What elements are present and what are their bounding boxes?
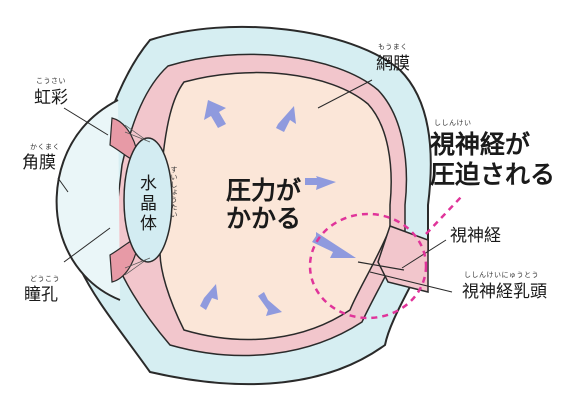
optic-nerve-label: 視神経 bbox=[450, 226, 501, 246]
retina-ruby: もうまく bbox=[378, 43, 408, 51]
arrow-icon bbox=[312, 232, 356, 258]
pressure-text-line2: かかる bbox=[226, 204, 302, 233]
optic-nerve-fiber bbox=[357, 261, 405, 271]
lens-label-1: 水 bbox=[140, 174, 157, 194]
arrow-icon bbox=[200, 284, 218, 310]
cornea-ruby: かくまく bbox=[30, 143, 60, 151]
retina-label: 網膜 bbox=[376, 54, 410, 74]
callout-text-line2: 圧迫される bbox=[430, 160, 556, 189]
cornea bbox=[55, 99, 121, 301]
arrow-icon bbox=[258, 292, 282, 316]
pressure-arrows bbox=[200, 100, 356, 316]
arrow-icon bbox=[305, 176, 336, 190]
iris-label: 虹彩 bbox=[34, 88, 68, 108]
iris-ruby: こうさい bbox=[36, 77, 66, 85]
optic-disc-label: 視神経乳頭 bbox=[462, 282, 547, 302]
optic-nerve bbox=[377, 225, 429, 293]
cornea-label: 角膜 bbox=[22, 153, 56, 173]
lens-ruby: すいしょうたい bbox=[170, 166, 178, 219]
leader-lines bbox=[57, 79, 453, 293]
callout-text-line1: 視神経が bbox=[430, 130, 531, 159]
pupil-label: 瞳孔 bbox=[24, 285, 58, 305]
crystalline-lens bbox=[123, 137, 173, 263]
pupil-ruby: どうこう bbox=[30, 275, 60, 283]
optic-disc-ruby: ししんけいにゅうとう bbox=[464, 271, 539, 279]
zonule-fibers bbox=[124, 124, 151, 276]
lens-label-2: 晶 bbox=[140, 194, 157, 214]
pressure-text-line1: 圧力が bbox=[226, 176, 302, 205]
optic-disc-highlight bbox=[308, 212, 428, 320]
callout-ruby: ししんけい bbox=[434, 119, 472, 127]
callout-connector bbox=[425, 195, 463, 235]
arrow-icon bbox=[276, 106, 296, 132]
lens-label-3: 体 bbox=[140, 214, 157, 234]
arrow-icon bbox=[204, 100, 226, 128]
